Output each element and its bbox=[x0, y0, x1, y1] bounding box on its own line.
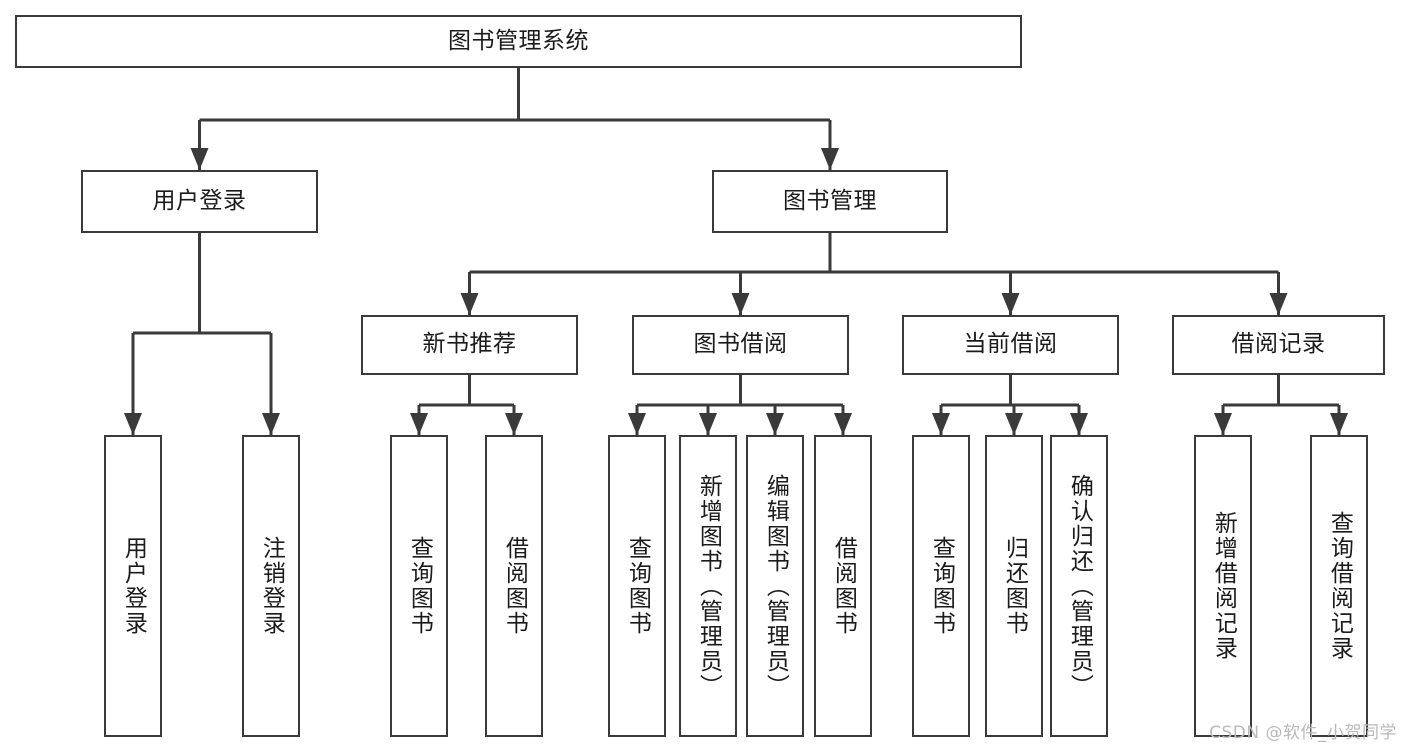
node-label: 当前借阅 bbox=[963, 331, 1058, 358]
node-leaf-rec-add[interactable]: 新增借阅记录 bbox=[1194, 435, 1252, 737]
node-label: 图书管理系统 bbox=[448, 27, 589, 54]
node-bookmgmt[interactable]: 图书管理 bbox=[712, 170, 948, 233]
node-root[interactable]: 图书管理系统 bbox=[15, 15, 1022, 68]
node-label: 查询图书 bbox=[928, 536, 955, 636]
node-leaf-bk-query[interactable]: 查询图书 bbox=[608, 435, 666, 737]
node-label: 注销登录 bbox=[258, 536, 285, 636]
node-records[interactable]: 借阅记录 bbox=[1172, 315, 1385, 375]
node-label: 查询图书 bbox=[406, 536, 433, 636]
node-leaf-nb-borrow[interactable]: 借阅图书 bbox=[485, 435, 543, 737]
node-leaf-bk-edit[interactable]: 编辑图书（管理员） bbox=[746, 435, 804, 737]
node-leaf-cur-return[interactable]: 归还图书 bbox=[985, 435, 1043, 737]
node-label: 用户登录 bbox=[120, 536, 147, 636]
node-leaf-rec-query[interactable]: 查询借阅记录 bbox=[1310, 435, 1368, 737]
node-label: 用户登录 bbox=[152, 187, 247, 214]
node-label: 新书推荐 bbox=[422, 331, 517, 358]
watermark: CSDN @软件_小贺同学 bbox=[1209, 723, 1397, 743]
node-current[interactable]: 当前借阅 bbox=[902, 315, 1119, 375]
node-leaf-user-login[interactable]: 用户登录 bbox=[104, 435, 162, 737]
node-label: 查询图书 bbox=[624, 536, 651, 636]
node-login[interactable]: 用户登录 bbox=[81, 170, 318, 233]
node-label: 确认归还（管理员） bbox=[1066, 473, 1093, 699]
node-leaf-cur-confirm[interactable]: 确认归还（管理员） bbox=[1050, 435, 1108, 737]
node-leaf-user-logout[interactable]: 注销登录 bbox=[242, 435, 300, 737]
node-label: 归还图书 bbox=[1001, 536, 1028, 636]
node-label: 查询借阅记录 bbox=[1326, 511, 1353, 661]
node-label: 图书借阅 bbox=[693, 331, 788, 358]
node-leaf-cur-query[interactable]: 查询图书 bbox=[912, 435, 970, 737]
node-label: 图书管理 bbox=[783, 187, 877, 214]
node-label: 借阅图书 bbox=[830, 536, 857, 636]
node-leaf-nb-query[interactable]: 查询图书 bbox=[390, 435, 448, 737]
node-newbook[interactable]: 新书推荐 bbox=[361, 315, 578, 375]
node-label: 借阅图书 bbox=[501, 536, 528, 636]
node-leaf-bk-borrow[interactable]: 借阅图书 bbox=[814, 435, 872, 737]
node-leaf-bk-add[interactable]: 新增图书（管理员） bbox=[679, 435, 737, 737]
node-label: 新增图书（管理员） bbox=[695, 473, 722, 699]
node-borrow[interactable]: 图书借阅 bbox=[632, 315, 849, 375]
node-label: 借阅记录 bbox=[1231, 331, 1326, 358]
node-label: 编辑图书（管理员） bbox=[762, 473, 789, 699]
node-label: 新增借阅记录 bbox=[1210, 511, 1237, 661]
